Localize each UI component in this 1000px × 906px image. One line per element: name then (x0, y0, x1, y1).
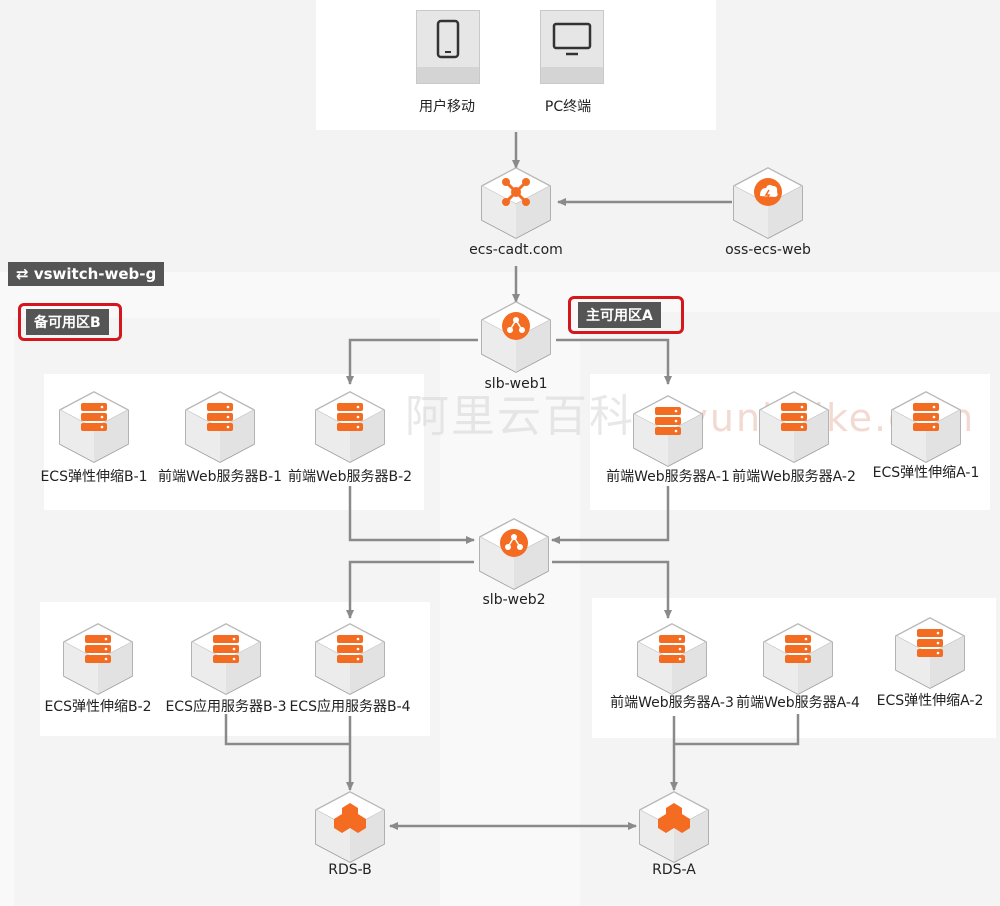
node-label-appB4: ECS应用服务器B-4 (289, 699, 411, 715)
edge-slb2-webA3 (552, 560, 672, 619)
edge-appB3-rdsB (224, 714, 350, 746)
node-label-appB3: ECS应用服务器B-3 (165, 699, 287, 715)
watermark-cn: 阿里云百科 (405, 391, 635, 442)
node-label-slb1: slb-web1 (484, 376, 548, 392)
client-label-pc: PC终端 (544, 99, 592, 115)
server-icon (314, 391, 386, 463)
node-webA3 (632, 618, 712, 698)
vswitch-tag: ⇄ vswitch-web-g (8, 262, 165, 286)
node-label-rdsB: RDS-B (328, 862, 372, 878)
backup-zone-highlight (18, 303, 122, 341)
server-icon (314, 623, 386, 695)
node-label-ecsScaleA2: ECS弹性伸缩A-2 (876, 693, 984, 709)
backup-zone-tag: 备可用区B (26, 309, 109, 335)
node-label-cdn: ecs-cadt.com (469, 242, 563, 258)
node-label-rdsA: RDS-A (652, 862, 696, 878)
node-slb1 (476, 296, 556, 376)
slb-icon (478, 518, 550, 590)
oss-icon (732, 167, 804, 239)
node-appB3 (186, 618, 266, 698)
switch-arrows-icon: ⇄ (16, 265, 29, 283)
edge-slb1-webA1 (556, 338, 672, 385)
server-icon (894, 617, 966, 689)
client-panel (316, 0, 716, 130)
node-label-webB2: 前端Web服务器B-2 (287, 469, 413, 485)
node-slb2 (474, 513, 554, 593)
node-webA2 (754, 386, 834, 466)
main-zone-tag: 主可用区A (578, 302, 661, 328)
node-label-oss: oss-ecs-web (725, 242, 811, 258)
node-label-slb2: slb-web2 (482, 592, 546, 608)
node-label-ecsScaleA1: ECS弹性伸缩A-1 (872, 465, 980, 481)
mobile-phone-icon (436, 19, 460, 59)
edge-webA1-slb2 (551, 486, 670, 544)
server-icon (758, 391, 830, 463)
node-ecsScaleA2 (890, 612, 970, 692)
server-icon (636, 623, 708, 695)
edge-webB2-slb2 (348, 486, 475, 544)
pc-device (540, 10, 604, 84)
server-icon (62, 623, 134, 695)
node-cdn (476, 162, 556, 242)
server-icon (58, 391, 130, 463)
node-rdsB (310, 786, 390, 866)
node-label-webA1: 前端Web服务器A-1 (606, 469, 730, 485)
edge-slb2-appB4 (346, 560, 474, 619)
node-webB1 (180, 386, 260, 466)
node-oss (728, 162, 808, 242)
node-label-webA3: 前端Web服务器A-3 (610, 695, 734, 711)
rds-icon (314, 791, 386, 863)
node-label-webB1: 前端Web服务器B-1 (157, 469, 283, 485)
mobile-device (416, 10, 480, 84)
server-icon (632, 395, 704, 467)
node-ecsScaleB1 (54, 386, 134, 466)
node-ecsScaleA1 (886, 386, 966, 466)
slb-icon (480, 301, 552, 373)
monitor-icon (552, 22, 592, 56)
edge-webA4-rdsA (674, 714, 800, 746)
cdn-icon (480, 167, 552, 239)
node-label-webA2: 前端Web服务器A-2 (732, 469, 856, 485)
node-rdsA (634, 786, 714, 866)
node-label-webA4: 前端Web服务器A-4 (736, 695, 860, 711)
node-appB4 (310, 618, 390, 698)
edge-slb1-webB2 (346, 338, 478, 385)
node-webA4 (758, 618, 838, 698)
server-icon (184, 391, 256, 463)
node-webB2 (310, 386, 390, 466)
node-label-ecsScaleB2: ECS弹性伸缩B-2 (44, 699, 152, 715)
rds-icon (638, 791, 710, 863)
node-webA1 (628, 390, 708, 470)
main-zone-highlight (568, 296, 684, 334)
server-icon (190, 623, 262, 695)
server-icon (890, 391, 962, 463)
client-label-mobile: 用户移动 (419, 99, 475, 115)
vswitch-label: vswitch-web-g (33, 265, 157, 283)
node-label-ecsScaleB1: ECS弹性伸缩B-1 (40, 469, 148, 485)
node-ecsScaleB2 (58, 618, 138, 698)
server-icon (762, 623, 834, 695)
